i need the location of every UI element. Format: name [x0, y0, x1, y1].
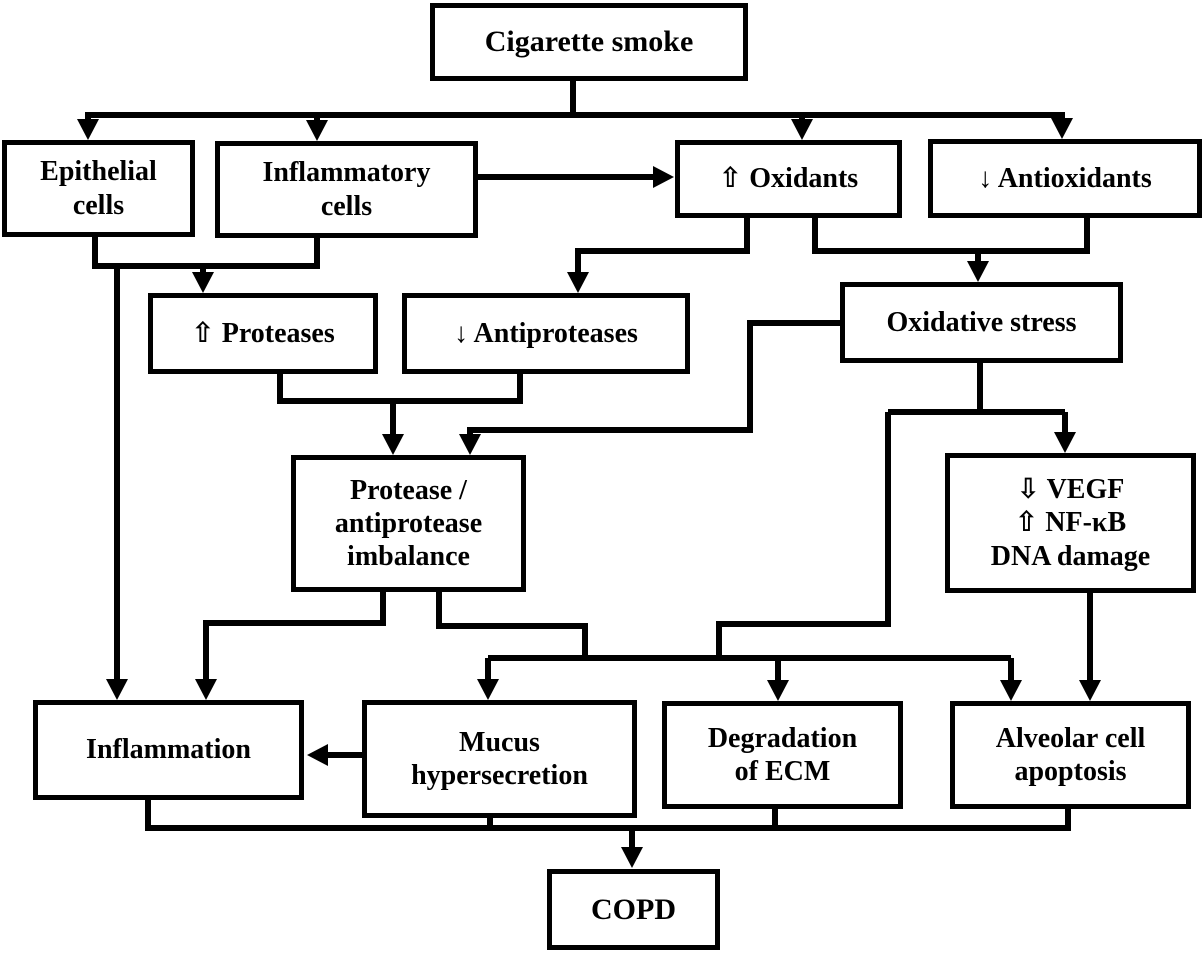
arrowhead — [791, 119, 813, 140]
node-cigarette-smoke: Cigarette smoke — [430, 3, 748, 81]
connector — [812, 218, 1090, 271]
arrowhead — [1079, 680, 1101, 701]
node-epithelial-cells: Epithelial cells — [2, 140, 195, 237]
arrowhead — [1051, 118, 1073, 139]
arrowhead — [477, 679, 499, 700]
arrowhead — [653, 166, 674, 188]
arrowhead — [567, 272, 589, 293]
node-vegf-nfkb-dna-damage: ⇩ VEGF ⇧ NF-κB DNA damage — [945, 453, 1196, 593]
arrowhead — [621, 847, 643, 868]
node-degradation-of-ecm: Degradation of ECM — [662, 701, 903, 809]
node-antioxidants: ↓ Antioxidants — [928, 139, 1202, 218]
connector — [716, 363, 1068, 658]
arrowhead — [307, 744, 328, 766]
arrowhead — [306, 120, 328, 141]
arrowhead — [77, 119, 99, 140]
arrowhead — [459, 434, 481, 455]
connector — [92, 237, 320, 686]
node-proteases: ⇧ Proteases — [148, 293, 378, 374]
connector — [85, 81, 1065, 132]
connector — [485, 655, 1014, 688]
node-inflammatory-cells: Inflammatory cells — [215, 141, 478, 238]
node-antiproteases: ↓ Antiproteases — [402, 293, 690, 374]
node-inflammation: Inflammation — [33, 700, 304, 800]
node-mucus-hypersecretion: Mucus hypersecretion — [362, 700, 637, 818]
node-alveolar-cell-apoptosis: Alveolar cell apoptosis — [950, 701, 1191, 809]
arrowhead — [106, 679, 128, 700]
arrowhead — [192, 272, 214, 293]
arrowhead — [382, 434, 404, 455]
arrowhead — [967, 261, 989, 282]
connector — [277, 374, 523, 443]
arrowhead — [195, 679, 217, 700]
node-oxidative-stress: Oxidative stress — [840, 282, 1123, 363]
arrowhead — [1054, 432, 1076, 453]
connector — [575, 218, 750, 282]
node-oxidants: ⇧ Oxidants — [675, 140, 902, 218]
arrowhead — [767, 680, 789, 701]
arrowhead — [1000, 680, 1022, 701]
node-protease-antiprotease-imbalance: Protease / antiprotease imbalance — [291, 455, 526, 592]
node-copd: COPD — [547, 869, 720, 950]
connector — [145, 800, 1071, 854]
connector — [203, 592, 588, 686]
